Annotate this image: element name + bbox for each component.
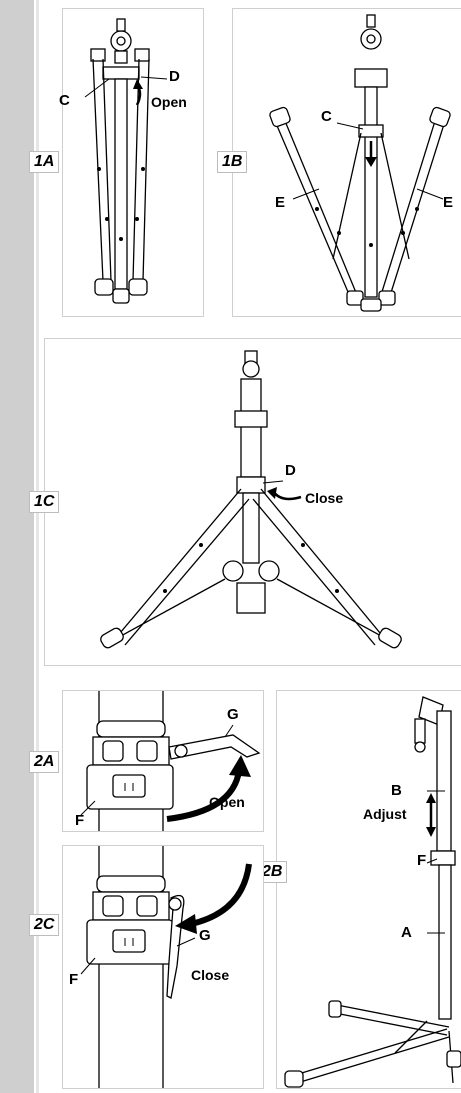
label-b: B (391, 782, 402, 799)
label-close: Close (191, 967, 230, 983)
figure-1a-panel: C D Open 1A (29, 8, 204, 317)
figure-1b-panel: C E E 1B (217, 8, 461, 317)
left-divider-rule (36, 0, 39, 1093)
label-d: D (285, 462, 296, 479)
label-open: Open (209, 794, 245, 810)
figure-1a-illustration (84, 18, 168, 304)
figure-tag-2c: 2C (29, 914, 60, 936)
figure-2a-panel: G F Open 2A (29, 690, 264, 832)
label-e-left: E (275, 194, 286, 211)
label-f: F (69, 971, 79, 988)
label-c: C (321, 108, 332, 125)
label-f: F (75, 812, 85, 829)
label-close: Close (305, 490, 344, 506)
figure-1c-illustration (100, 350, 402, 649)
figure-1c-panel: D Close 1C (29, 338, 461, 666)
left-sidebar-bar (0, 0, 34, 1093)
figure-2b-panel: B Adjust F A 2B (257, 690, 461, 1089)
figure-tag-1b: 1B (217, 151, 248, 173)
figure-2c-illustration (80, 846, 252, 1088)
label-a: A (401, 924, 412, 941)
figure-tag-2b: 2B (257, 861, 288, 883)
label-adjust: Adjust (363, 806, 407, 822)
label-f: F (417, 852, 427, 869)
figure-tag-2a: 2A (29, 751, 60, 773)
label-open: Open (151, 94, 187, 110)
figure-2c-panel: G F Close 2C (29, 845, 264, 1089)
label-g: G (199, 927, 211, 944)
label-e-right: E (443, 194, 454, 211)
figure-2a-illustration (80, 691, 261, 831)
figure-1b-illustration (269, 14, 451, 312)
label-d: D (169, 68, 180, 85)
figure-tag-1a: 1A (29, 151, 60, 173)
figure-2b-illustration (284, 696, 461, 1088)
label-g: G (227, 706, 239, 723)
figure-tag-1c: 1C (29, 491, 60, 513)
label-c: C (59, 92, 70, 109)
